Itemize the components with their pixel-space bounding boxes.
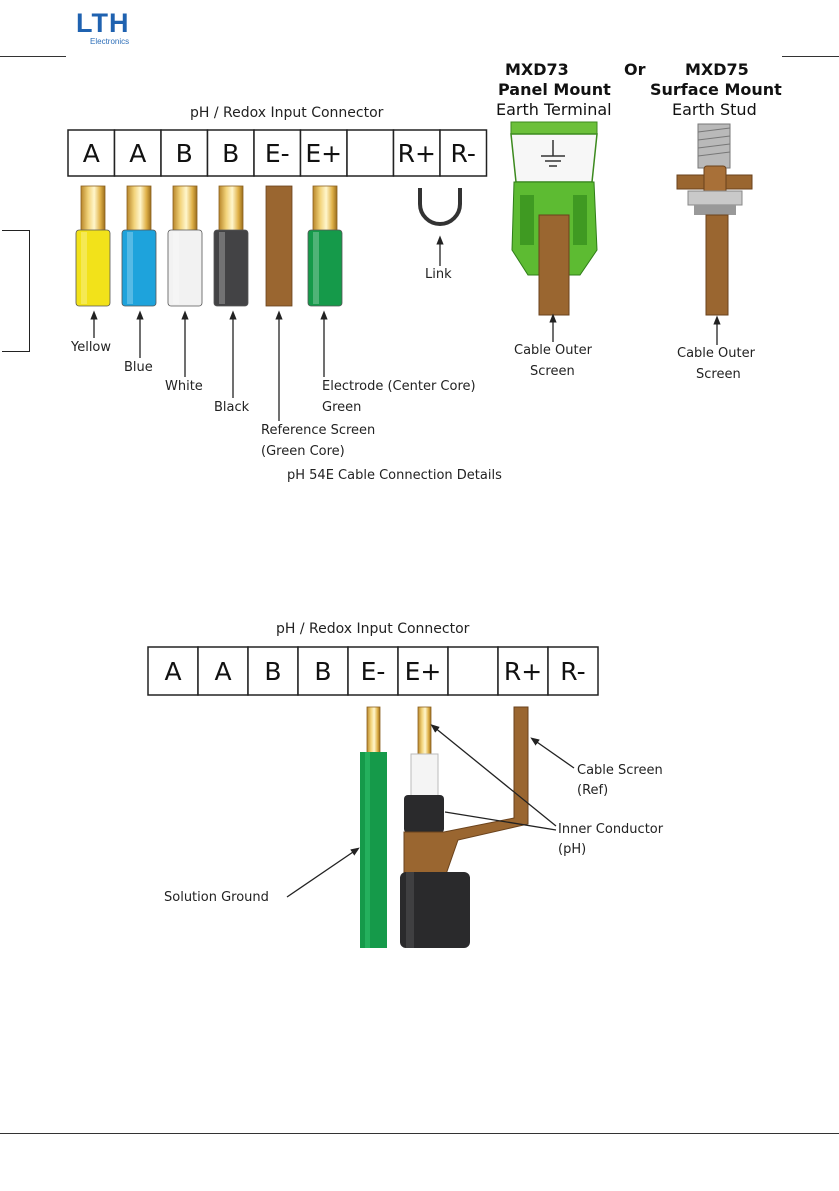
- wire-reference-screen: [265, 185, 293, 307]
- inner-conductor-label: Inner Conductor: [558, 822, 664, 837]
- solution-ground-label: Solution Ground: [164, 890, 269, 905]
- mount1-cable-label-1: Cable Outer: [514, 343, 592, 358]
- terminal-cell: [113, 129, 162, 177]
- wire-insulation: [307, 229, 343, 307]
- mount1-type: Panel Mount: [498, 80, 611, 99]
- mount1-desc: Earth Terminal: [496, 100, 612, 119]
- company-logo: LTH: [76, 8, 130, 38]
- arrow-cable-screen: [530, 737, 575, 769]
- wire-label-white: White: [165, 379, 203, 394]
- cable-screen-label: Cable Screen: [577, 763, 663, 778]
- arrow-inner-line: [444, 811, 557, 831]
- mount1-model: MXD73: [505, 60, 569, 79]
- terminal-label: R-: [560, 657, 585, 686]
- terminal-label: B: [314, 657, 331, 686]
- link-label: Link: [425, 267, 452, 282]
- wire-tip: [80, 185, 106, 235]
- arrow-inner-conductor: [430, 724, 557, 827]
- wire-label-blue: Blue: [124, 360, 153, 375]
- terminal-cell: [253, 129, 302, 177]
- wire-insulation: [75, 229, 111, 307]
- wire-highlight: [173, 232, 179, 304]
- footer-rule: [0, 1133, 839, 1134]
- wire-tip: [312, 185, 338, 235]
- terminal-cell: [392, 129, 441, 177]
- arrow-solution-ground: [286, 847, 360, 898]
- mount2-desc: Earth Stud: [672, 100, 757, 119]
- panel-mount-earth-terminal: [510, 121, 598, 316]
- wire-label-black: Black: [214, 400, 250, 415]
- terminal-label: R-: [451, 139, 476, 168]
- solution-ground-wire: [360, 706, 387, 948]
- link-jumper: [418, 188, 462, 226]
- cable-screen-ref-label: (Ref): [577, 783, 609, 798]
- terminal-cell: [67, 129, 116, 177]
- wire-tip: [126, 185, 152, 235]
- fig1-connector-header: pH / Redox Input Connector: [190, 105, 384, 121]
- fig2-terminal-strip: A A B B E- E+ R+ R-: [147, 646, 599, 696]
- wire-highlight: [219, 232, 225, 304]
- wire-insulation: [121, 229, 157, 307]
- terminal-label: E-: [361, 657, 386, 686]
- mount2-cable-label-2: Screen: [696, 367, 741, 382]
- wire-label-reference-screen: Reference Screen: [261, 423, 376, 438]
- fig2-connector-header: pH / Redox Input Connector: [276, 621, 470, 637]
- terminal-cell: [346, 129, 395, 177]
- wire-label-electrode-green: Green: [322, 400, 362, 415]
- terminal-label: R+: [398, 139, 436, 168]
- terminal-cell: [397, 646, 449, 696]
- fig1-caption: pH 54E Cable Connection Details: [287, 468, 502, 483]
- mount1-cable-label-2: Screen: [530, 364, 575, 379]
- header-rule-left: [0, 56, 66, 57]
- wire-label-electrode: Electrode (Center Core): [322, 379, 476, 394]
- terminal-label: A: [129, 139, 146, 168]
- terminal-cell: [147, 646, 199, 696]
- mount2-model: MXD75: [685, 60, 749, 79]
- wire-insulation: [213, 229, 249, 307]
- terminal-label: E+: [405, 657, 442, 686]
- wire-label-green-core: (Green Core): [261, 444, 345, 459]
- mount2-cable-label-1: Cable Outer: [677, 346, 755, 361]
- terminal-label: E-: [265, 139, 290, 168]
- terminal-label: A: [83, 139, 100, 168]
- terminal-label: A: [164, 657, 181, 686]
- terminal-label: R+: [504, 657, 542, 686]
- terminal-label: E+: [305, 139, 342, 168]
- terminal-cell: [297, 646, 349, 696]
- terminal-cell: [197, 646, 249, 696]
- inner-conductor-ph-label: (pH): [558, 842, 587, 857]
- wire-highlight: [81, 232, 87, 304]
- company-logo-subtitle: Electronics: [90, 37, 130, 46]
- terminal-label: B: [176, 139, 193, 168]
- wire-label-yellow: Yellow: [71, 340, 112, 355]
- or-label: Or: [624, 60, 646, 79]
- wire-insulation: [167, 229, 203, 307]
- terminal-label: B: [222, 139, 239, 168]
- wire-tip: [218, 185, 244, 235]
- terminal-label: A: [214, 657, 231, 686]
- mount2-type: Surface Mount: [650, 80, 782, 99]
- wire-tip: [172, 185, 198, 235]
- terminal-label: B: [264, 657, 281, 686]
- terminal-cell: [547, 646, 599, 696]
- surface-mount-earth-stud: [676, 123, 753, 316]
- wire-highlight: [313, 232, 319, 304]
- terminal-cell: [439, 129, 488, 177]
- side-tab: [2, 230, 30, 352]
- fig1-wires: [75, 185, 343, 307]
- coax-cable: [400, 706, 529, 948]
- terminal-cell: [206, 129, 255, 177]
- header-rule-right: [782, 56, 839, 57]
- terminal-cell: [447, 646, 499, 696]
- wire-highlight: [127, 232, 133, 304]
